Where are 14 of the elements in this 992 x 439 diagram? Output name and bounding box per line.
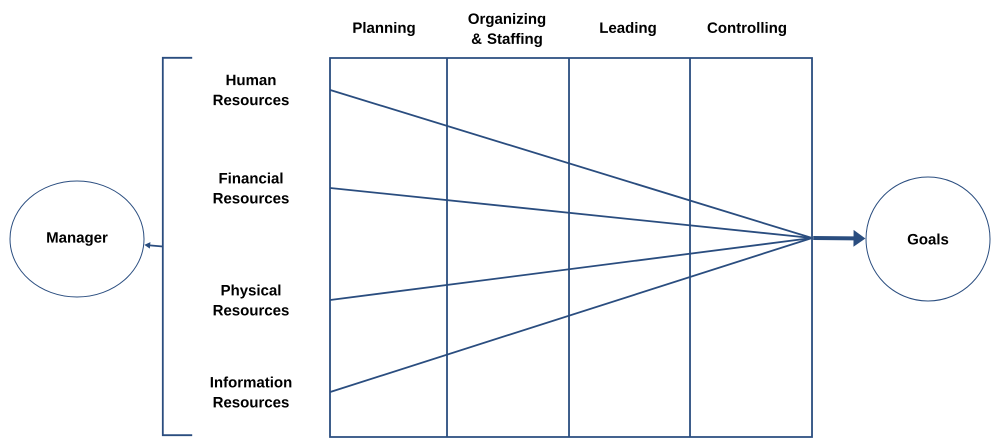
ellipse-node: Goals bbox=[866, 176, 991, 302]
resource-label: Human Resources bbox=[214, 74, 289, 106]
bracket bbox=[162, 56, 192, 436]
column-header: Controlling bbox=[708, 22, 786, 36]
ellipse-node: Manager bbox=[10, 180, 144, 298]
resource-label: Information Resources bbox=[210, 376, 292, 408]
connector-line bbox=[330, 89, 812, 239]
connector-line bbox=[330, 238, 812, 393]
resource-label: Physical Resources bbox=[214, 284, 289, 316]
column-header: Planning bbox=[353, 22, 415, 36]
column-header: Leading bbox=[600, 22, 656, 36]
column-header: Organizing & Staffing bbox=[468, 12, 546, 48]
connector-line bbox=[330, 237, 811, 301]
resource-label: Financial Resources bbox=[214, 172, 289, 204]
